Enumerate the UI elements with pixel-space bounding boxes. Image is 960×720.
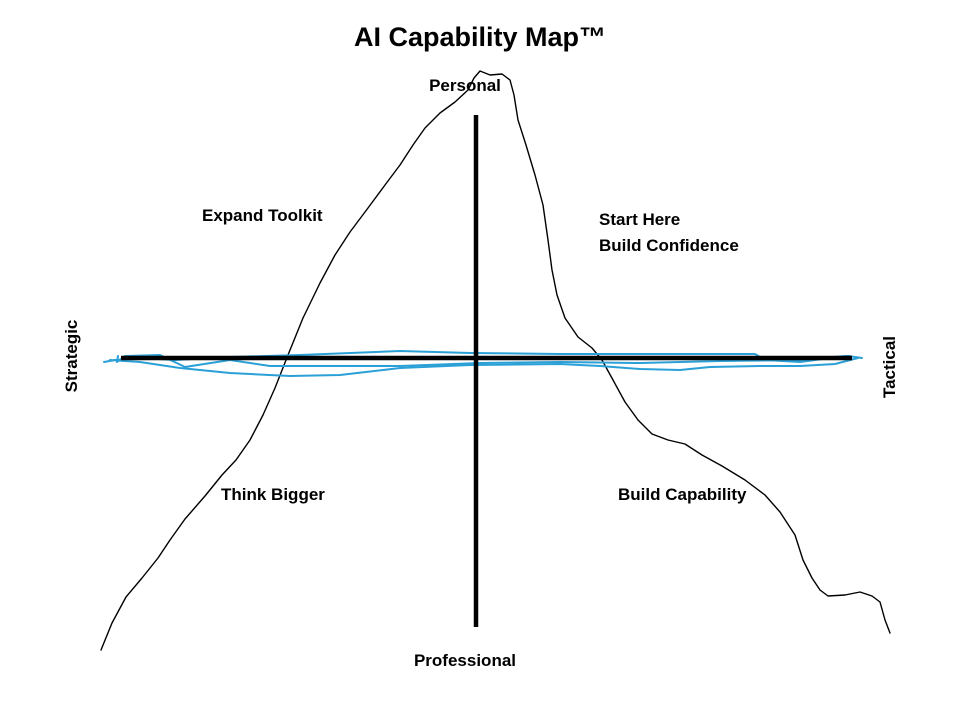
axis-label-tactical: Tactical	[880, 335, 899, 399]
quadrant-label-expand-toolkit: Expand Toolkit	[202, 206, 323, 225]
horizontal-scribble	[103, 350, 863, 377]
quadrant-label-build-confidence: Build Confidence	[599, 236, 739, 255]
quadrant-label-build-capability: Build Capability	[618, 485, 747, 504]
axis-label-professional: Professional	[413, 651, 517, 670]
bell-curve	[100, 70, 891, 651]
axis-label-personal: Personal	[429, 76, 501, 95]
page-title: AI Capability Map™	[353, 22, 607, 52]
quadrant-label-start-here: Start Here Build Confidence	[599, 207, 739, 259]
quadrant-label-start-here-line1: Start Here	[599, 210, 681, 229]
axis-label-strategic: Strategic	[62, 319, 81, 393]
quadrant-label-think-bigger: Think Bigger	[221, 485, 325, 504]
